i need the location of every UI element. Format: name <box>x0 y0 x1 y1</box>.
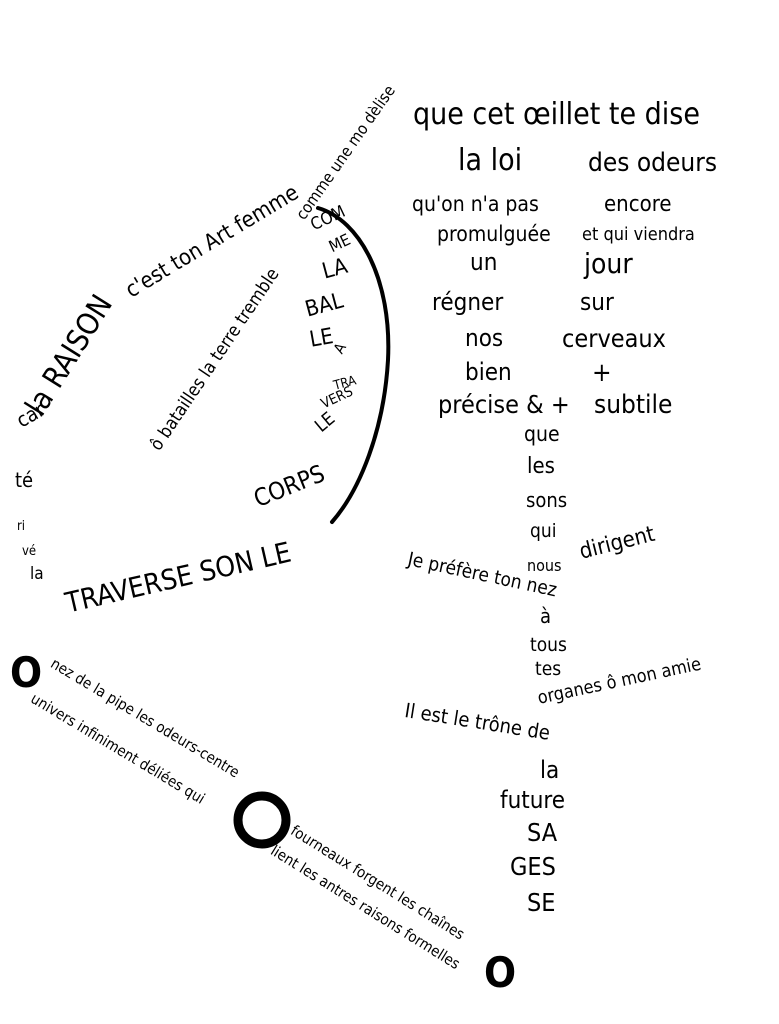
big-o-right: O <box>484 948 517 997</box>
left-edge-word: té <box>15 468 34 492</box>
balle-arc-line <box>316 206 391 524</box>
line-nos: nos <box>465 324 504 352</box>
line-encore: encore <box>604 192 672 217</box>
line-un: un <box>470 248 498 276</box>
line-subtile: subtile <box>594 390 673 420</box>
line-sagesse: SE <box>527 888 556 917</box>
big-o-left: O <box>10 648 43 697</box>
pipe-circle <box>233 791 291 849</box>
line-et-qui: et qui viendra <box>582 224 695 245</box>
line-oeillet: que cet œillet te dise <box>413 97 700 132</box>
line-jour: jour <box>584 247 633 280</box>
line-sagesse: GES <box>510 852 556 881</box>
line-precise: précise & + <box>438 390 570 419</box>
line-la: la <box>540 756 560 784</box>
line-regner: régner <box>432 288 504 316</box>
line-la-loi: la loi <box>458 143 523 178</box>
line-plus: + <box>592 358 612 388</box>
stem-word: sons <box>526 488 568 512</box>
line-a: à <box>540 604 552 628</box>
line-future: future <box>500 786 566 814</box>
line-cerveaux: cerveaux <box>562 324 666 353</box>
stem-word: nous <box>527 556 562 575</box>
stem-word: que <box>524 422 560 446</box>
line-sur: sur <box>580 288 614 316</box>
line-sagesse: SA <box>527 818 558 847</box>
stem-word: qui <box>530 520 557 542</box>
left-edge-word: la <box>30 564 44 584</box>
line-quon: qu'on n'a pas <box>412 192 539 216</box>
left-edge-word: ri <box>17 519 26 534</box>
line-promulguee: promulguée <box>437 222 551 246</box>
line-des-odeurs: des odeurs <box>588 148 718 178</box>
line-bien: bien <box>465 358 512 386</box>
left-edge-word: vé <box>22 544 37 559</box>
stem-word: les <box>527 454 555 479</box>
line-tes: tes <box>535 658 562 680</box>
line-tous: tous <box>530 634 567 656</box>
